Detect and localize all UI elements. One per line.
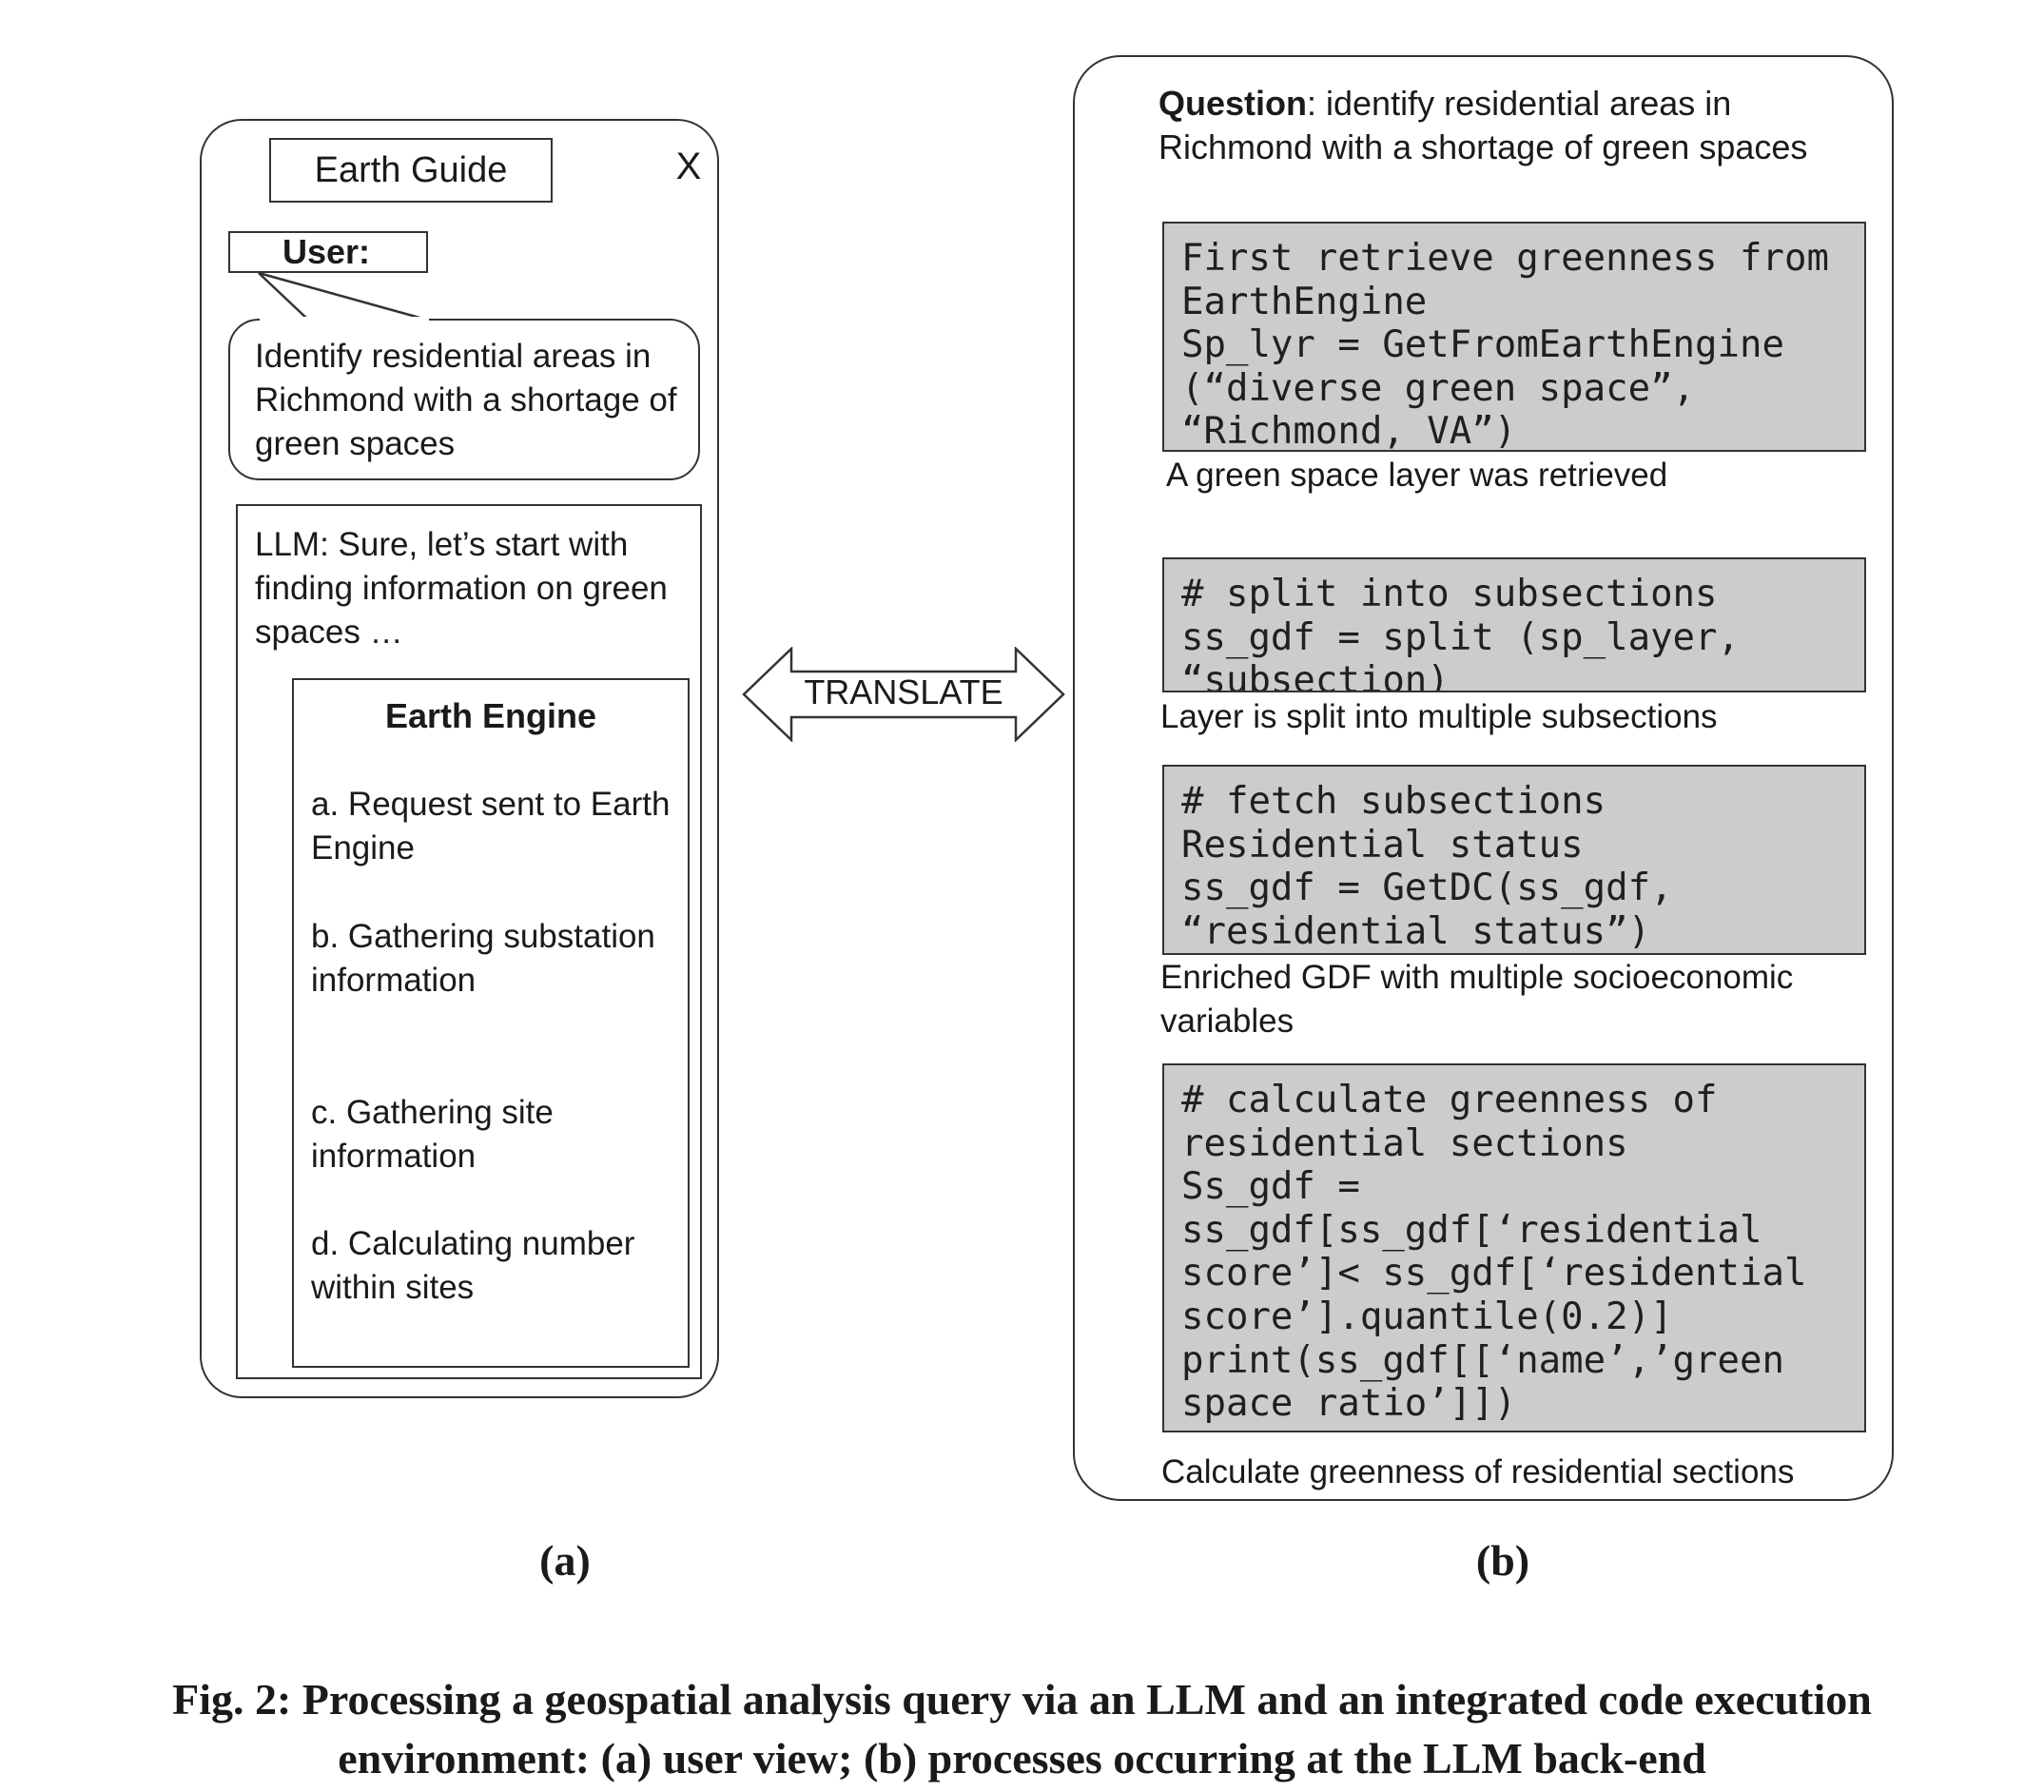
llm-response-box bbox=[236, 504, 702, 1379]
bubble-tail-join bbox=[260, 317, 429, 322]
code-block-split: # split into subsections ss_gdf = split … bbox=[1162, 557, 1866, 692]
caption-calculate: Calculate greenness of residential secti… bbox=[1161, 1453, 1795, 1490]
caption-retrieve: A green space layer was retrieved bbox=[1166, 457, 1668, 494]
backend-panel bbox=[1073, 55, 1894, 1501]
panel-label-a: (a) bbox=[539, 1536, 591, 1585]
step-substation: b. Gathering substation information bbox=[311, 918, 655, 999]
code-block-retrieve: First retrieve greenness from EarthEngin… bbox=[1162, 222, 1866, 452]
earth-engine-box bbox=[292, 678, 690, 1368]
caption-fetch: Enriched GDF with multiple socioeconomic… bbox=[1160, 959, 1794, 1040]
close-button[interactable]: X bbox=[675, 145, 702, 187]
code-block-calculate: # calculate greenness of residential sec… bbox=[1162, 1063, 1866, 1432]
user-message: Identify residential areas in Richmond w… bbox=[255, 338, 677, 462]
translate-label: TRANSLATE bbox=[804, 672, 1003, 711]
question-text: : identify residential areas in Richmond… bbox=[1158, 84, 1808, 166]
user-view-panel bbox=[200, 119, 719, 1398]
question: Question: identify residential areas in … bbox=[1158, 82, 1843, 169]
step-request: a. Request sent to Earth Engine bbox=[311, 786, 671, 867]
caption-split: Layer is split into multiple subsections bbox=[1160, 698, 1718, 735]
step-site: c. Gathering site information bbox=[311, 1094, 554, 1175]
app-title: Earth Guide bbox=[269, 138, 553, 203]
earth-engine-title: Earth Engine bbox=[384, 696, 597, 735]
llm-reply: LLM: Sure, let’s start with finding info… bbox=[255, 526, 668, 651]
translate-double-arrow bbox=[742, 647, 1065, 742]
user-label: User: bbox=[228, 231, 428, 273]
panel-label-b: (b) bbox=[1475, 1536, 1530, 1585]
code-block-fetch: # fetch subsections Residential status s… bbox=[1162, 765, 1866, 955]
step-calculate: d. Calculating number within sites bbox=[311, 1225, 635, 1306]
figure-caption: Fig. 2: Processing a geospatial analysis… bbox=[172, 1675, 1872, 1782]
question-label: Question bbox=[1158, 84, 1308, 123]
user-message-bubble bbox=[228, 319, 700, 480]
